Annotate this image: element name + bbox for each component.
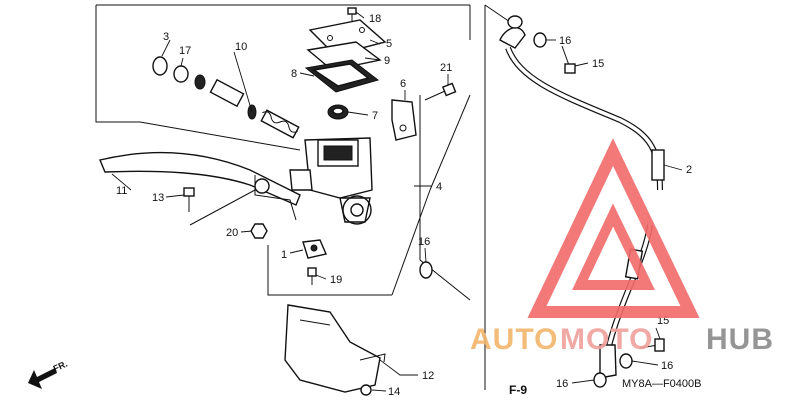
callout-4: 4: [436, 181, 442, 193]
master-cylinder-holder: [391, 99, 417, 141]
callout-1: 1: [281, 249, 287, 261]
callout-19: 19: [330, 274, 342, 286]
callout-labels: 1 2 3 4 5 6 7 8 9 10 11 12 13 14 15 15 1…: [116, 13, 692, 398]
watermark: AUTO MOTO HUB: [470, 138, 774, 356]
callout-15-upper: 15: [592, 58, 604, 70]
callout-21: 21: [440, 62, 452, 74]
callout-14: 14: [388, 386, 400, 398]
banjo-bolt-lower: [639, 338, 665, 352]
callout-8: 8: [291, 68, 297, 80]
callout-16-lower-left: 16: [556, 378, 568, 390]
sight-glass: [327, 104, 349, 120]
leader-lines: [111, 11, 683, 392]
callout-17: 17: [179, 45, 191, 57]
callout-7: 7: [372, 110, 378, 122]
callout-10: 10: [235, 41, 247, 53]
holder-bolt: [424, 82, 457, 101]
callout-13: 13: [152, 192, 164, 204]
piston-set: [152, 56, 300, 139]
sealing-washer: [419, 261, 433, 279]
switch-screw: [307, 267, 317, 285]
watermark-moto: MOTO: [560, 323, 653, 356]
guard-screw: [360, 384, 372, 396]
drawing-code: MY8A—F0400B: [622, 378, 701, 390]
brake-lever: [99, 151, 301, 226]
callout-9: 9: [384, 55, 390, 67]
callout-6: 6: [400, 78, 406, 90]
lever-pivot-nut: [250, 223, 268, 239]
callout-16-cylinder: 16: [418, 236, 430, 248]
lever-guard: [284, 304, 386, 393]
lever-pivot-bolt: [183, 187, 195, 212]
washer-upper: [533, 32, 547, 48]
callout-3: 3: [163, 31, 169, 43]
washer-lower-a: [619, 353, 633, 369]
diaphragm: [304, 59, 380, 93]
callout-18: 18: [369, 13, 381, 25]
callout-5: 5: [386, 38, 392, 50]
master-cylinder-body: [289, 137, 373, 225]
washer-lower-b: [593, 372, 607, 388]
callout-2: 2: [686, 164, 692, 176]
watermark-auto: AUTO: [470, 323, 558, 356]
callout-12: 12: [422, 370, 434, 382]
watermark-hub: HUB: [706, 323, 774, 356]
brake-light-switch: [302, 239, 327, 259]
front-direction-indicator: FR.: [28, 359, 69, 389]
banjo-bolt-upper: [561, 45, 576, 74]
cover-screw: [347, 7, 357, 22]
callout-20: 20: [226, 227, 238, 239]
assembly-frame-outlines: [95, 4, 511, 390]
figure-reference: F-9: [509, 383, 527, 397]
callout-11: 11: [116, 185, 127, 197]
callout-16-lower-right: 16: [661, 360, 673, 372]
front-label: FR.: [52, 359, 69, 374]
callout-16-upper: 16: [559, 35, 571, 47]
